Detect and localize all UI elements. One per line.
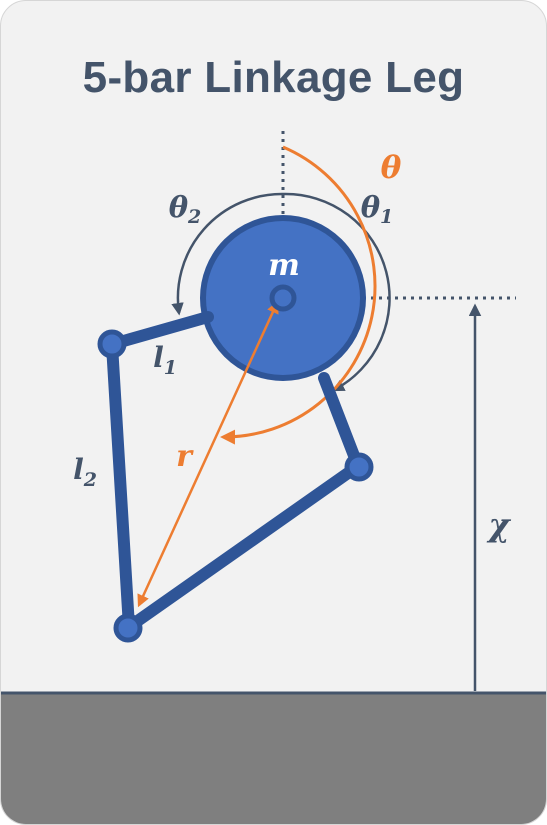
l2-label-sub: 2 [83,469,97,491]
radius-arrow [137,300,279,608]
link-l2 [106,339,135,633]
theta-arc [220,145,377,445]
ground-block [1,693,546,824]
center-joint [269,284,297,312]
theta2-arc [171,192,284,316]
theta-label: θ [381,150,402,186]
link-right-upper [318,372,364,472]
l1-label-base: l [153,341,164,374]
theta1-label-sub: 1 [380,206,393,228]
theta1-arc [282,192,391,392]
theta1-label: θ1 [361,190,394,228]
joint-foot [113,613,143,643]
theta2-label: θ2 [169,190,202,228]
link-l1 [107,311,214,350]
diagram-title: 5-bar Linkage Leg [82,53,465,102]
height-label: χ [486,506,511,544]
radius-label: r [176,439,194,474]
l2-label-base: l [73,453,84,486]
theta2-label-base: θ [169,190,189,224]
l2-label: l2 [73,453,97,491]
joint-upper-left [97,329,127,359]
link-right-lower [123,460,364,633]
joint-right-knee [344,452,374,482]
theta1-label-base: θ [361,190,381,224]
l1-label: l1 [153,341,177,379]
theta2-label-sub: 2 [187,206,201,228]
l1-label-sub: 1 [164,357,177,379]
mass-label: m [268,248,300,283]
